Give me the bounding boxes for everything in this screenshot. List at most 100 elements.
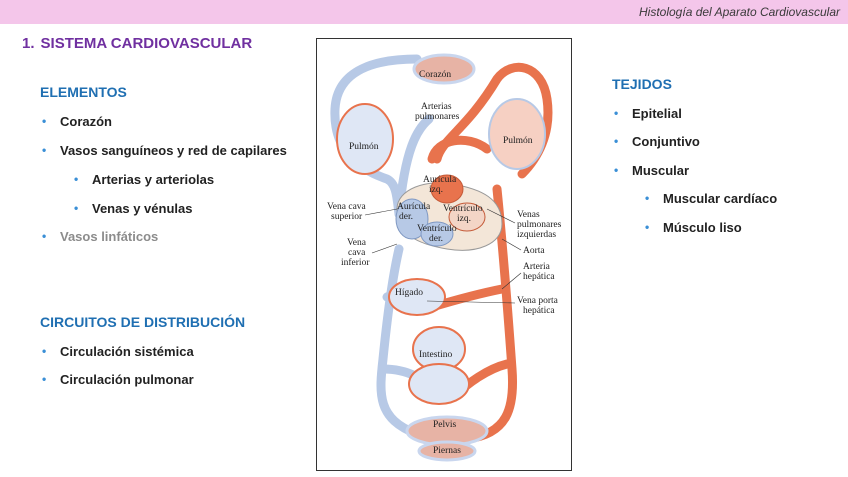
label-venas-pulmonares-1: Venas: [517, 210, 540, 220]
leader-arteria-hepatica: [501, 272, 522, 290]
page-title: 1. SISTEMA CARDIOVASCULAR: [22, 35, 252, 52]
bullet-icon: •: [74, 201, 79, 215]
list-item: • Venas y vénulas: [74, 201, 193, 216]
list-item-label: Músculo liso: [663, 220, 742, 235]
label-vena-cava-sup-2: superior: [331, 212, 363, 222]
auricula-izquierda: [430, 174, 464, 204]
title-text: SISTEMA CARDIOVASCULAR: [40, 35, 253, 52]
list-item-label: Muscular cardíaco: [663, 191, 778, 206]
list-item-label: Arterias y arteriolas: [92, 172, 215, 187]
label-ventriculo-der-1: Ventrículo: [417, 224, 457, 234]
header-bar: Histología del Aparato Cardiovascular: [0, 0, 848, 24]
list-item-label: Circulación pulmonar: [60, 372, 194, 387]
diagram-labels: Corazón Arterias pulmonares Pulmón Pulmó…: [327, 70, 562, 456]
circulatory-diagram-svg: Corazón Arterias pulmonares Pulmón Pulmó…: [327, 53, 562, 462]
elementos-heading: ELEMENTOS: [40, 84, 127, 100]
title-number: 1.: [22, 35, 35, 52]
list-item: • Corazón: [42, 114, 112, 129]
vein-upper: [394, 114, 434, 219]
bullet-icon: •: [645, 191, 650, 205]
label-ventriculo-der-2: der.: [429, 234, 443, 244]
label-arteria-hepatica-2: hepática: [523, 272, 555, 282]
label-auricula-izq-2: izq.: [429, 185, 443, 195]
bullet-icon: •: [74, 172, 79, 186]
label-corazon: Corazón: [419, 70, 451, 80]
bullet-icon: •: [42, 229, 47, 243]
bullet-icon: •: [42, 114, 47, 128]
capillaries-head: [412, 53, 476, 85]
bullet-icon: •: [42, 344, 47, 358]
label-auricula-der-2: der.: [399, 212, 413, 222]
leader-aorta: [501, 238, 522, 251]
capillary-networks: [336, 53, 546, 462]
label-venas-pulmonares-2: pulmonares: [517, 220, 562, 230]
label-higado: Hígado: [395, 288, 423, 298]
aorta-descending: [462, 184, 518, 444]
label-intestino: Intestino: [419, 350, 452, 360]
list-item: • Muscular cardíaco: [645, 191, 778, 206]
circulatory-diagram: Corazón Arterias pulmonares Pulmón Pulmó…: [316, 38, 572, 471]
ventriculo-izquierdo: [448, 202, 486, 232]
heart: [395, 174, 503, 251]
liver: [388, 278, 446, 316]
label-aorta: Aorta: [523, 246, 545, 256]
leader-vena-cava-inf: [371, 243, 398, 254]
list-item-label: Circulación sistémica: [60, 344, 194, 359]
list-item-label: Conjuntivo: [632, 134, 700, 149]
label-arterias-pulmonares-1: Arterias: [421, 102, 452, 112]
label-ventriculo-izq-1: Ventrículo: [443, 204, 483, 214]
list-item: • Circulación sistémica: [42, 344, 194, 359]
list-item-label: Epitelial: [632, 106, 682, 121]
header-text: Histología del Aparato Cardiovascular: [639, 5, 840, 19]
bullet-icon: •: [42, 372, 47, 386]
legs-capillaries: [417, 440, 477, 462]
arterias-pulmonares: [427, 135, 492, 164]
circuitos-heading: CIRCUITOS DE DISTRIBUCIÓN: [40, 314, 246, 330]
lung-left: [336, 103, 394, 175]
label-pulmon-left: Pulmón: [349, 142, 379, 152]
label-piernas: Piernas: [433, 446, 461, 456]
label-auricula-izq-1: Aurícula: [423, 175, 457, 185]
list-item-label: Vasos linfáticos: [60, 229, 159, 244]
leader-vena-porta: [426, 300, 516, 304]
list-item: • Vasos linfáticos: [42, 229, 159, 244]
label-ventriculo-izq-2: izq.: [457, 214, 471, 224]
tejidos-heading: TEJIDOS: [612, 76, 672, 92]
leader-vena-cava-sup: [364, 208, 398, 216]
label-vena-cava-inf-3: inferior: [341, 257, 370, 268]
bullet-icon: •: [645, 220, 650, 234]
list-item: • Circulación pulmonar: [42, 372, 194, 387]
label-arterias-pulmonares-2: pulmonares: [415, 112, 460, 122]
auricula-derecha: [395, 198, 429, 240]
leader-lines: [364, 208, 522, 304]
list-item: • Conjuntivo: [614, 134, 700, 149]
label-vena-cava-sup-1: Vena cava: [327, 202, 367, 212]
vena-cava-inferior: [376, 244, 422, 439]
bullet-icon: •: [614, 163, 619, 177]
bullet-icon: •: [614, 134, 619, 148]
leader-venas-pulmonares: [486, 208, 516, 224]
list-item: • Músculo liso: [645, 220, 742, 235]
label-auricula-der-1: Aurícula: [397, 202, 431, 212]
list-item-label: Muscular: [632, 163, 690, 178]
label-pelvis: Pelvis: [433, 420, 457, 430]
list-item-label: Venas y vénulas: [92, 201, 193, 216]
list-item-label: Corazón: [60, 114, 112, 129]
list-item: • Vasos sanguíneos y red de capilares: [42, 143, 287, 158]
list-item: • Arterias y arteriolas: [74, 172, 215, 187]
lung-right: [488, 98, 546, 170]
label-arteria-hepatica-1: Arteria: [523, 262, 551, 272]
intestine: [408, 363, 470, 405]
bullet-icon: •: [42, 143, 47, 157]
label-pulmon-right: Pulmón: [503, 136, 533, 146]
label-vena-porta-2: hepática: [523, 306, 555, 316]
label-vena-cava-inf-1: Vena: [347, 238, 367, 248]
label-venas-pulmonares-3: izquierdas: [517, 230, 556, 240]
ventriculo-derecho: [420, 221, 454, 247]
list-item-label: Vasos sanguíneos y red de capilares: [60, 143, 287, 158]
label-vena-cava-inf-2: cava: [348, 248, 366, 258]
bullet-icon: •: [614, 106, 619, 120]
list-item: • Muscular: [614, 163, 690, 178]
list-item: • Epitelial: [614, 106, 682, 121]
label-vena-porta-1: Vena porta: [517, 296, 559, 306]
